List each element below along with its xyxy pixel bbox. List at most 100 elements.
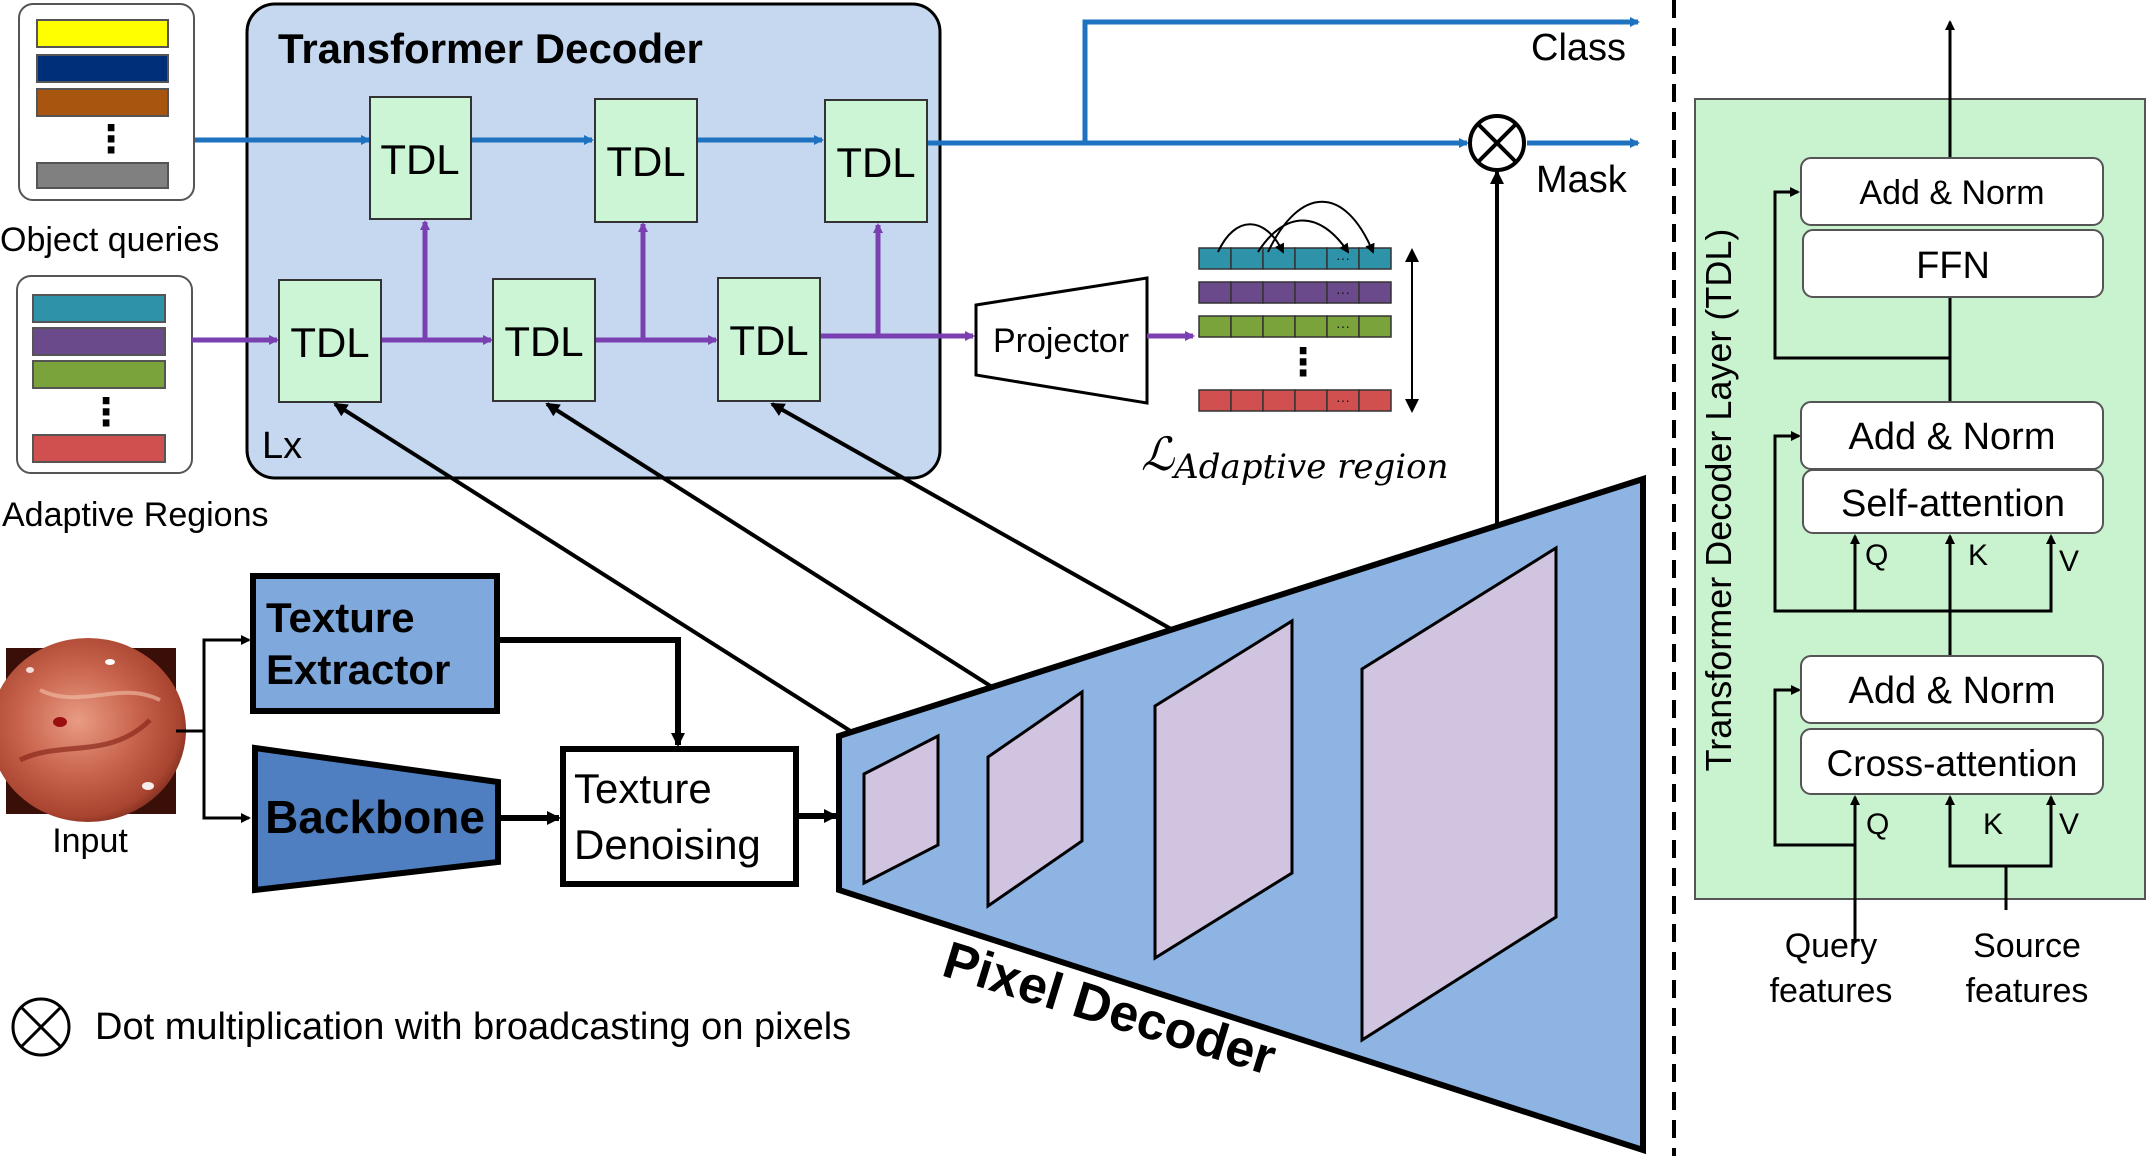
embedding-cell	[1294, 389, 1328, 412]
class-label: Class	[1531, 27, 1626, 69]
embedding-cell	[1230, 315, 1264, 338]
projector-label: Projector	[993, 322, 1129, 360]
tdl-bottom-1-label: TDL	[290, 319, 369, 366]
legend-otimes-text: Dot multiplication with broadcasting on …	[95, 1006, 851, 1048]
embedding-cell	[1262, 389, 1296, 412]
skip-arrow-to-tdl-bottom-3	[770, 402, 1220, 658]
loss-label: ℒAdaptive region	[1141, 427, 1449, 487]
transformer-decoder-block	[245, 2, 942, 480]
tdl-top-3	[824, 99, 928, 223]
embedding-range-arrow	[1405, 248, 1419, 413]
input-label: Input	[52, 822, 128, 860]
texture-extractor-line2: Extractor	[266, 646, 450, 693]
add-norm-label-2: Add & Norm	[1849, 416, 2056, 458]
self-attn-v-line	[1950, 534, 2056, 613]
skip-arrow-to-tdl-bottom-2	[545, 402, 1035, 715]
embedding-cell	[1198, 247, 1232, 270]
self-attn-q-label: Q	[1865, 539, 1888, 572]
projector-shape	[974, 276, 1149, 405]
blue-path-to-class	[927, 17, 1640, 146]
embedding-cell	[1358, 315, 1392, 338]
cross-attn-k-label: K	[1983, 808, 2003, 841]
loss-symbol: ℒ	[1141, 427, 1175, 481]
embedding-cell	[1358, 281, 1392, 304]
feature-map-2	[986, 689, 1084, 909]
cross-attn-v-line	[2006, 795, 2056, 868]
tdl-top-3-label: TDL	[836, 139, 915, 186]
embedding-cell-ellipsis: ···	[1336, 284, 1350, 300]
cross-attn-q-label: Q	[1866, 808, 1889, 841]
region-bar-purple	[32, 327, 166, 356]
adaptive-regions-label: Adaptive Regions	[2, 496, 269, 534]
cross-attn-k-line	[1945, 795, 2006, 868]
tdl-top-2	[594, 98, 698, 223]
ffn-box	[1802, 229, 2104, 298]
texture-denoising-line2: Denoising	[574, 821, 761, 868]
tdl-bottom-2	[492, 278, 596, 402]
add-norm-box-3	[1800, 157, 2104, 226]
embedding-cell	[1262, 281, 1296, 304]
tdl-panel-title: Transformer Decoder Layer (TDL)	[1698, 229, 1739, 772]
tdl-top-2-label: TDL	[606, 138, 685, 185]
add-norm-box-1	[1800, 655, 2104, 724]
ffn-residual-line	[1773, 187, 1952, 403]
query-ellipsis: ⋮	[92, 119, 130, 161]
self-attn-v-label: V	[2059, 545, 2079, 578]
embedding-cell-ellipsis: ···	[1336, 392, 1350, 408]
legend-otimes-icon	[11, 997, 71, 1057]
query-bar-navy	[36, 54, 169, 83]
texture-extractor-to-denoising-arrow	[497, 637, 685, 747]
embedding-vertical-ellipsis: ⋮	[1284, 342, 1322, 384]
cross-attention-box	[1800, 728, 2104, 795]
cross-attention-label: Cross-attention	[1827, 743, 2078, 784]
add-norm-label-3: Add & Norm	[1859, 174, 2044, 212]
region-bar-red	[32, 434, 166, 463]
backbone-shape	[252, 744, 501, 894]
input-to-texture-extractor-arrow	[202, 635, 251, 731]
texture-extractor-line1: Texture	[266, 594, 415, 641]
region-bar-teal	[32, 294, 166, 323]
backbone-label: Backbone	[265, 791, 485, 843]
input-to-backbone-arrow	[202, 731, 251, 823]
query-features-line2: features	[1770, 972, 1893, 1010]
self-attention-box	[1802, 469, 2104, 534]
query-bar-yellow	[36, 19, 169, 48]
embedding-cell	[1198, 281, 1232, 304]
embedding-cell	[1198, 389, 1232, 412]
self-attention-label: Self-attention	[1841, 483, 2065, 525]
embedding-cell	[1230, 281, 1264, 304]
input-image	[0, 638, 186, 822]
embedding-cell	[1358, 389, 1392, 412]
embedding-cell	[1198, 315, 1232, 338]
embedding-cell	[1294, 247, 1328, 270]
embedding-cell	[1358, 247, 1392, 270]
cross-attn-v-label: V	[2059, 808, 2079, 841]
ffn-label: FFN	[1916, 245, 1990, 287]
cross-attn-residual-line	[1773, 685, 1857, 943]
embedding-cell	[1294, 315, 1328, 338]
self-attn-k-label: K	[1968, 539, 1988, 572]
tdl-bottom-3-label: TDL	[729, 317, 808, 364]
query-bar-gray	[36, 162, 169, 189]
region-bar-green	[32, 360, 166, 389]
repeat-label: Lx	[262, 425, 302, 467]
loss-subscript: Adaptive region	[1171, 447, 1448, 487]
tdl-bottom-3	[717, 277, 821, 402]
tdl-top-1	[369, 96, 472, 220]
texture-extractor-box	[250, 573, 500, 714]
feature-map-4	[1360, 545, 1558, 1043]
feature-map-3	[1153, 618, 1294, 961]
embedding-relation-arcs	[1217, 200, 1375, 254]
source-features-line2: features	[1966, 972, 2089, 1010]
embedding-cell-ellipsis: ···	[1336, 250, 1350, 266]
tdl-bottom-2-label: TDL	[504, 318, 583, 365]
tdl-top-1-label: TDL	[380, 136, 459, 183]
embedding-cell	[1230, 389, 1264, 412]
object-queries-label: Object queries	[0, 221, 219, 259]
region-ellipsis: ⋮	[87, 392, 125, 434]
embedding-cell-ellipsis: ···	[1336, 318, 1350, 334]
mask-label: Mask	[1536, 159, 1628, 201]
dot-multiplication-icon	[1468, 114, 1526, 172]
feature-map-1	[862, 733, 940, 886]
